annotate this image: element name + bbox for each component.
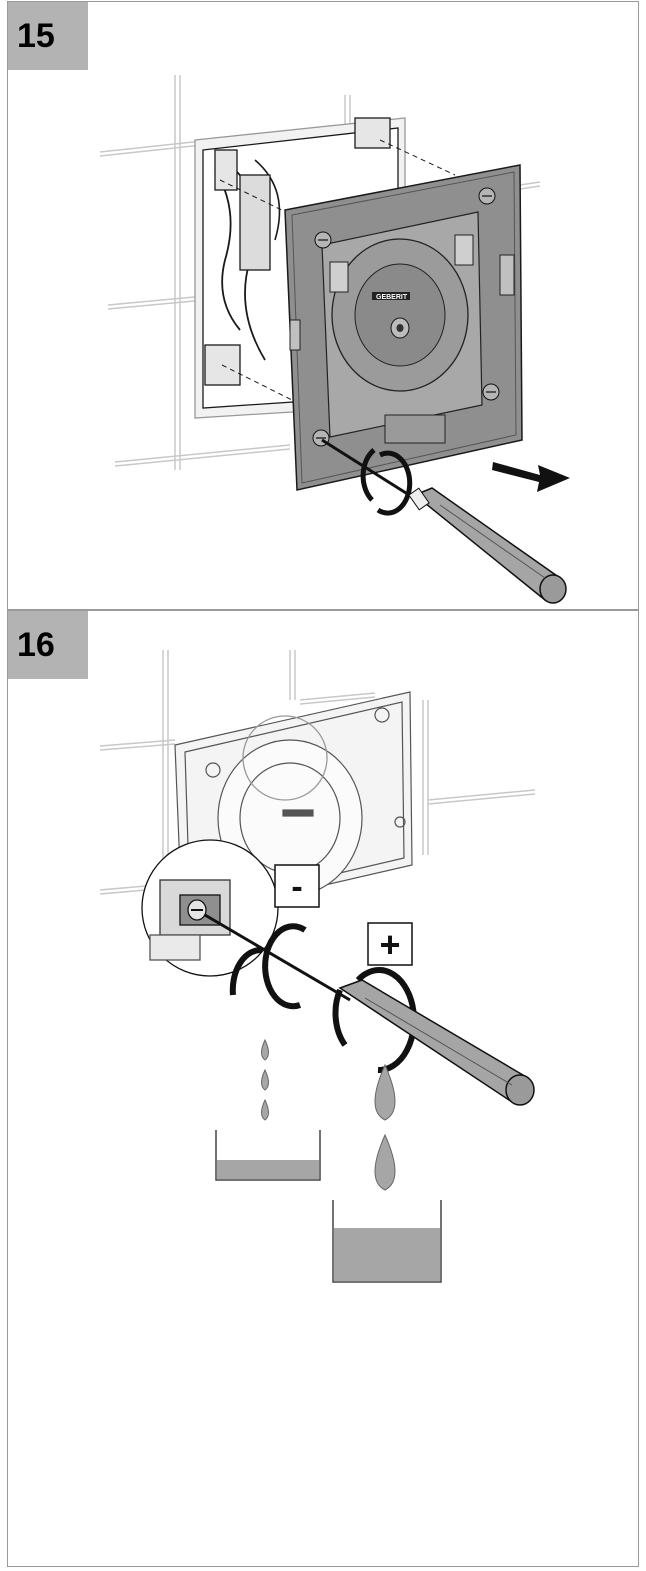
dash-guides xyxy=(219,139,456,401)
step-16-badge: 16 xyxy=(8,611,88,679)
push-arrow-icon xyxy=(492,462,570,492)
screwdriver-icon xyxy=(321,438,567,604)
step-divider xyxy=(7,609,639,611)
step-15-illustration: GEBERIT xyxy=(99,75,570,604)
geberit-logo-15: GEBERIT xyxy=(376,294,408,301)
page-frame xyxy=(7,1,639,1567)
step-15-badge: 15 xyxy=(8,2,88,70)
mounting-plate: GEBERIT xyxy=(284,164,523,491)
rotate-clockwise-icon xyxy=(360,448,413,516)
